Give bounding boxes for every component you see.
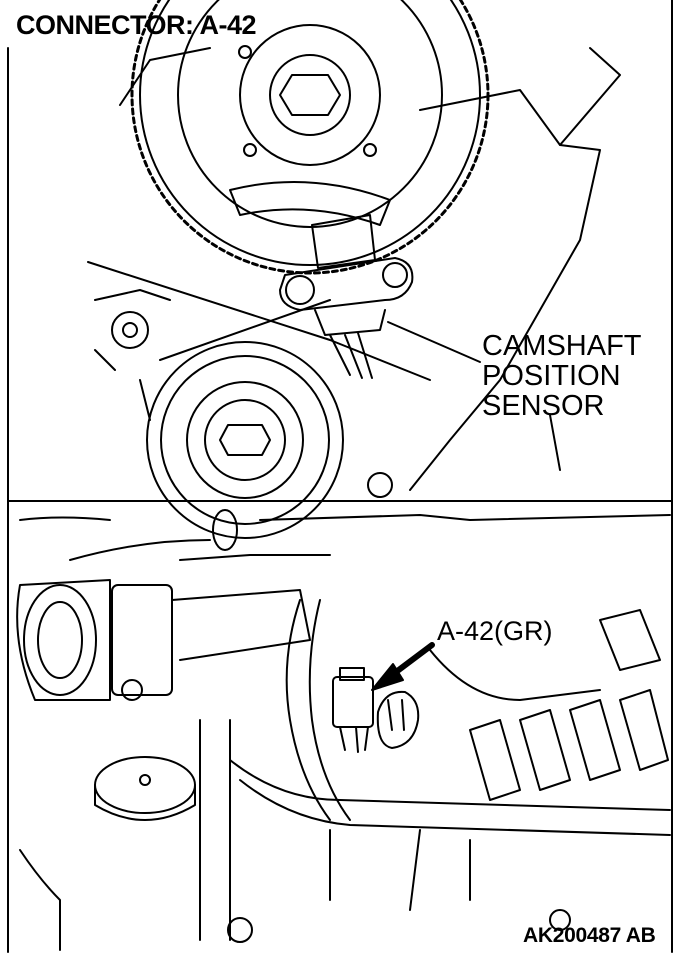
callout-line-1: CAMSHAFT	[482, 330, 642, 362]
callout-line-3: SENSOR	[482, 390, 605, 422]
figure-frame	[7, 0, 673, 953]
ignition-coils	[469, 609, 669, 801]
camshaft-position-sensor	[279, 214, 414, 379]
callout-line-2: POSITION	[482, 360, 621, 392]
connector-label: A-42(GR)	[437, 616, 553, 646]
top-view-illustration	[87, 0, 621, 539]
bottom-view-illustration	[16, 509, 671, 951]
figure-code: AK200487 AB	[523, 924, 656, 947]
sensor-leader-line	[387, 321, 481, 363]
camshaft-position-sensor-label: CAMSHAFT POSITION SENSOR	[482, 331, 642, 421]
a42-connector	[332, 667, 420, 753]
camshaft-sprocket	[130, 0, 490, 275]
oil-filler-cap	[94, 756, 196, 821]
connector-arrow	[371, 642, 435, 691]
page-title: CONNECTOR: A-42	[16, 10, 257, 40]
lower-pulley	[139, 299, 344, 539]
throttle-body	[16, 579, 311, 701]
